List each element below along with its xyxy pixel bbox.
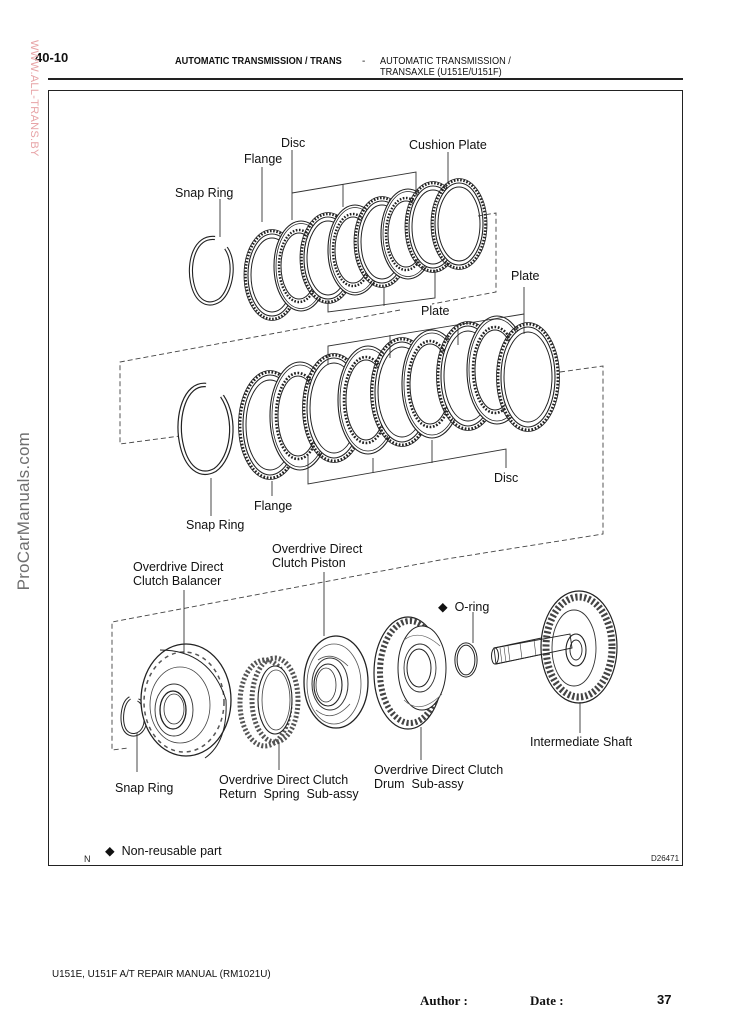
label-clutch-drum-line1: Overdrive Direct Clutch bbox=[374, 763, 504, 777]
label-clutch-balancer-line2: Clutch Balancer bbox=[133, 574, 222, 588]
clutch-balancer bbox=[140, 643, 232, 759]
intermediate-shaft bbox=[491, 590, 618, 704]
cushion-plate-ring bbox=[429, 177, 489, 271]
clutch-drum-sub-assy bbox=[373, 616, 447, 730]
label-intermediate-shaft: Intermediate Shaft bbox=[530, 735, 633, 749]
label-upper-disc: Disc bbox=[281, 136, 306, 150]
legend-non-reusable: ◆ Non-reusable part bbox=[105, 844, 222, 858]
legend-text: Non-reusable part bbox=[121, 844, 222, 858]
label-o-ring: ◆ O-ring bbox=[438, 600, 489, 614]
figure-id: D26471 bbox=[651, 854, 680, 863]
header-subtitle-line1: AUTOMATIC TRANSMISSION / bbox=[380, 56, 511, 67]
label-return-spring-line2: Return Spring Sub-assy bbox=[219, 787, 359, 801]
manual-title: U151E, U151F A/T REPAIR MANUAL (RM1021U) bbox=[52, 968, 271, 980]
upper-dashed-frame bbox=[431, 212, 497, 305]
non-reusable-diamond-icon: ◆ bbox=[438, 600, 448, 614]
section-page-number: 40-10 bbox=[35, 50, 69, 65]
label-return-spring-line1: Overdrive Direct Clutch bbox=[219, 773, 349, 787]
diamond-icon: ◆ bbox=[105, 844, 115, 858]
label-cushion-plate: Cushion Plate bbox=[409, 138, 487, 152]
label-clutch-drum-line2: Drum Sub-assy bbox=[374, 777, 464, 791]
label-clutch-piston-line2: Clutch Piston bbox=[272, 556, 346, 570]
header-subtitle: AUTOMATIC TRANSMISSION / TRANSAXLE (U151… bbox=[380, 56, 511, 78]
label-upper-plate: Plate bbox=[421, 304, 450, 318]
o-ring bbox=[454, 642, 478, 678]
lower-rings bbox=[237, 314, 561, 481]
header-separator: - bbox=[362, 56, 366, 67]
lower-leader-lines bbox=[210, 287, 525, 516]
label-return-spring: Overdrive Direct Clutch Return Spring Su… bbox=[219, 773, 359, 801]
date-label: Date : bbox=[530, 993, 564, 1008]
label-lower-disc: Disc bbox=[494, 471, 519, 485]
upper-snap-ring bbox=[188, 235, 234, 306]
lower-plate-ring-last bbox=[495, 321, 561, 433]
clutch-piston bbox=[303, 635, 369, 729]
label-o-ring-text: O-ring bbox=[454, 600, 490, 614]
page-number: 37 bbox=[657, 992, 672, 1007]
upper-leader-lines bbox=[219, 150, 449, 313]
label-bottom-snap-ring: Snap Ring bbox=[115, 781, 174, 795]
return-spring-assy bbox=[237, 655, 301, 749]
corner-code: N bbox=[84, 854, 91, 864]
label-clutch-balancer: Overdrive Direct Clutch Balancer bbox=[133, 560, 223, 588]
lower-snap-ring bbox=[177, 382, 234, 475]
label-clutch-piston: Overdrive Direct Clutch Piston bbox=[272, 542, 362, 570]
label-lower-flange: Flange bbox=[254, 499, 293, 513]
diagram-frame bbox=[48, 90, 683, 866]
label-clutch-piston-line1: Overdrive Direct bbox=[272, 542, 363, 556]
header-subtitle-line2: TRANSAXLE (U151E/U151F) bbox=[380, 67, 502, 78]
author-label: Author : bbox=[420, 993, 468, 1008]
upper-rings bbox=[242, 177, 489, 322]
header-title: AUTOMATIC TRANSMISSION / TRANS bbox=[175, 56, 342, 67]
label-upper-snap-ring: Snap Ring bbox=[175, 186, 234, 200]
lower-dashed-frame bbox=[111, 365, 604, 751]
label-lower-snap-ring: Snap Ring bbox=[186, 518, 245, 532]
label-middle-plate: Plate bbox=[511, 269, 540, 283]
header-rule bbox=[48, 78, 683, 80]
label-clutch-drum: Overdrive Direct Clutch Drum Sub-assy bbox=[374, 763, 503, 791]
label-clutch-balancer-line1: Overdrive Direct bbox=[133, 560, 224, 574]
label-upper-flange: Flange bbox=[244, 152, 283, 166]
